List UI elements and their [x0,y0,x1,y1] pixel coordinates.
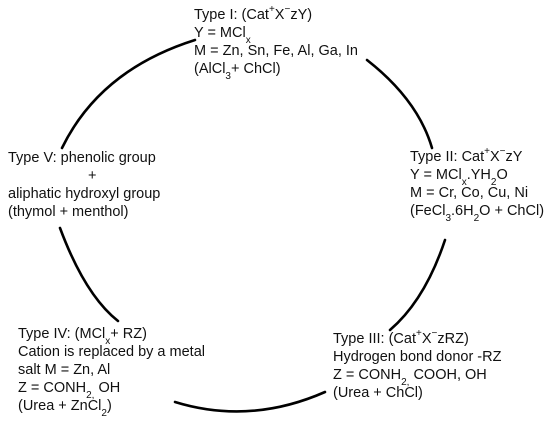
arc-type-v-to-type-i [60,38,197,150]
type-ii-example: (FeCl3.6H2O + ChCl) [410,203,545,224]
type-v-example: (thymol + menthol) [8,204,129,220]
type-iv-block: Type IV: (MClx+ RZ) Cation is replaced b… [18,325,205,419]
type-iv-z-definition: Z = CONH2, OH [18,380,121,401]
type-iii-formula: Type III: (Cat+X−zRZ) [333,328,469,347]
type-i-block: Type I: (Cat+X−zY) Y = MClx M = Zn, Sn, … [194,4,358,82]
arc-type-iv-to-type-v [58,226,120,323]
type-v-second-group: aliphatic hydroxyl group [8,186,161,202]
type-i-example: (AlCl3+ ChCl) [194,61,281,82]
type-ii-metals: M = Cr, Co, Cu, Ni [410,185,529,201]
type-iii-hbd: Hydrogen bond donor -RZ [333,349,502,365]
type-v-block: Type V: phenolic group + aliphatic hydro… [8,149,160,221]
type-ii-formula: Type II: Cat+X−zY [410,146,523,165]
type-v-plus: + [88,168,97,184]
type-iv-cation-note: Cation is replaced by a metal [18,344,205,360]
type-iii-block: Type III: (Cat+X−zRZ) Hydrogen bond dono… [333,328,502,402]
type-ii-block: Type II: Cat+X−zY Y = MClx.YH2O M = Cr, … [410,146,545,224]
arc-type-ii-to-type-iii [388,238,447,332]
type-i-formula: Type I: (Cat+X−zY) [194,4,313,23]
type-ii-y-definition: Y = MClx.YH2O [410,167,508,188]
type-iv-example: (Urea + ZnCl2) [18,398,112,419]
type-v-title: Type V: phenolic group [8,150,156,166]
arc-type-iii-to-type-iv [173,390,327,413]
type-i-y-definition: Y = MClx [194,25,251,46]
type-iv-metals: salt M = Zn, Al [18,362,111,378]
type-iii-example: (Urea + ChCl) [333,385,423,401]
arc-type-i-to-type-ii [365,58,434,150]
type-iv-formula: Type IV: (MClx+ RZ) [18,326,147,347]
type-i-metals: M = Zn, Sn, Fe, Al, Ga, In [194,43,358,59]
type-iii-z-definition: Z = CONH2, COOH, OH [333,367,487,388]
